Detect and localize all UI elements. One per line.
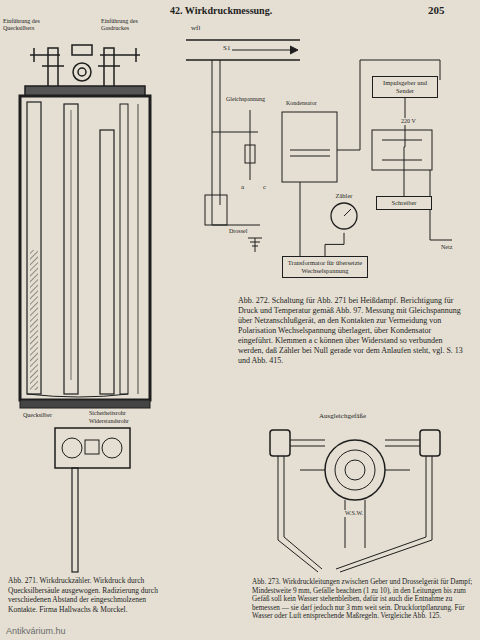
dial-symbol bbox=[329, 201, 359, 231]
running-head: 42. Wirkdruckmessung. bbox=[170, 5, 272, 17]
valve-assembly bbox=[25, 45, 145, 96]
wire bbox=[404, 98, 405, 196]
node-text: Impulsgeber und Sender bbox=[376, 79, 434, 95]
wire bbox=[325, 233, 344, 256]
signal-label: wfl bbox=[190, 24, 201, 32]
terminal-label: a bbox=[240, 183, 245, 191]
part-label: Widerstandsrohr bbox=[88, 418, 130, 425]
pressure-lines bbox=[270, 430, 440, 572]
part-label: S1 bbox=[222, 44, 231, 52]
node-text: Zähler bbox=[327, 192, 361, 200]
terminal-label: c bbox=[262, 183, 267, 191]
node-text: Transformator für übersetzte Wechselspan… bbox=[286, 259, 364, 275]
part-label: Quecksilber bbox=[22, 412, 53, 419]
device-box: Transformator für übersetzte Wechselspan… bbox=[282, 256, 368, 278]
meter-housing bbox=[20, 96, 150, 572]
part-label: Kondensator bbox=[285, 100, 318, 107]
watermark: Antikvárium.hu bbox=[6, 626, 66, 637]
figure-caption: Abb. 273. Wirkdruckleitungen zwischen Ge… bbox=[252, 578, 474, 621]
part-label: Einführung des Quecksilbers bbox=[2, 18, 44, 32]
part-label: Netz bbox=[440, 244, 453, 251]
device-box: Impulsgeber und Sender bbox=[372, 76, 438, 98]
figure-caption: Abb. 272. Schaltung für Abb. 271 bei Hei… bbox=[238, 296, 466, 366]
circuit-schematic bbox=[186, 40, 452, 256]
part-label: Sicherheitsrohr bbox=[88, 410, 127, 417]
part-label: Einführung des Gasdruckes bbox=[100, 18, 157, 32]
node-text: Schreiber bbox=[380, 199, 428, 207]
device-box: Schreiber bbox=[376, 196, 432, 210]
part-label: Drossel bbox=[228, 228, 248, 235]
page-number: 205 bbox=[428, 4, 445, 17]
part-label: 220 V bbox=[400, 118, 417, 125]
part-label: W.S.W. bbox=[344, 510, 364, 517]
figure-caption: Abb. 271. Wirkdruckzähler. Wirkdruck dur… bbox=[8, 576, 158, 614]
counter-dial: Zähler bbox=[324, 190, 364, 233]
part-label: Ausgleichgefäße bbox=[318, 412, 367, 420]
part-label: Gleichspannung bbox=[225, 96, 266, 103]
